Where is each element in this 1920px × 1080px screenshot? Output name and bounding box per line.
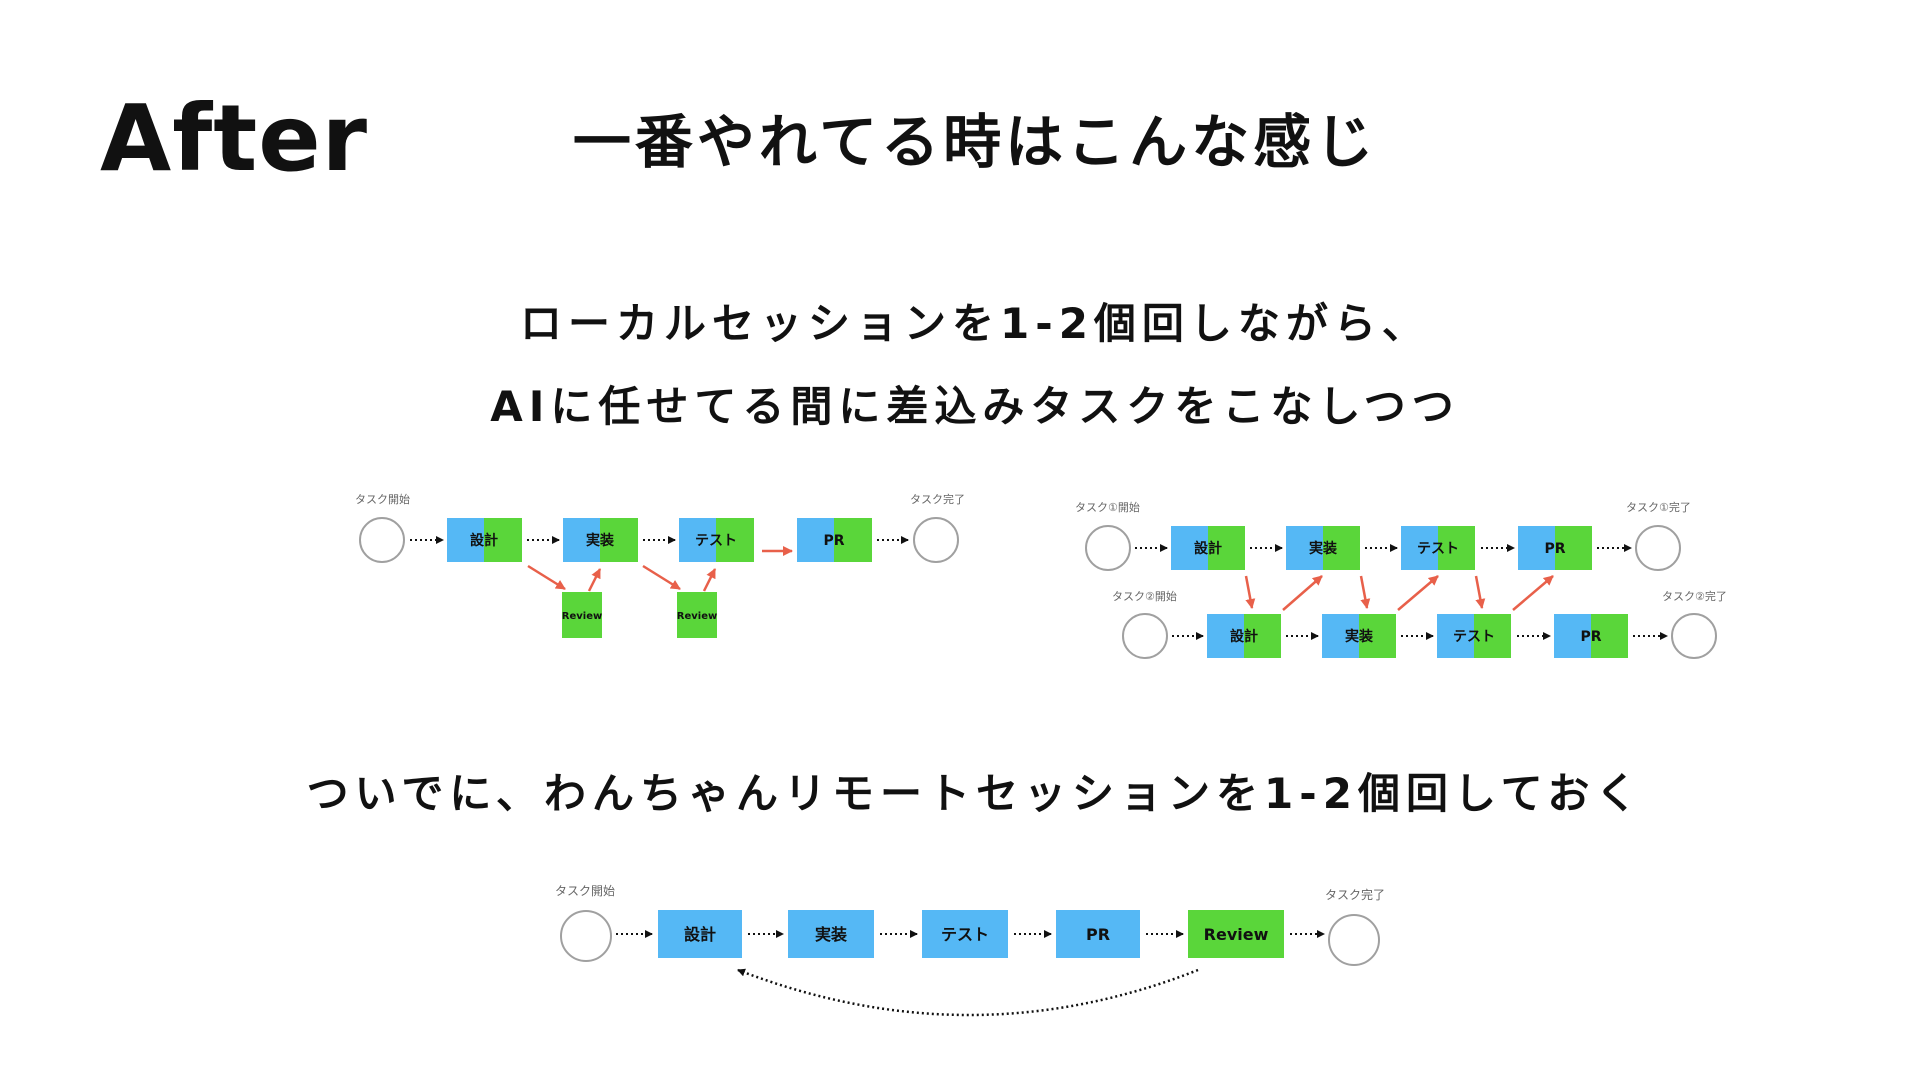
diagram-c-node-pr: PR bbox=[1056, 910, 1140, 958]
slide-title: 一番やれてる時はこんな感じ bbox=[572, 108, 1378, 176]
svg-text:設計: 設計 bbox=[684, 925, 716, 944]
diagram-c-node-implement: 実装 bbox=[788, 910, 874, 958]
svg-text:実装: 実装 bbox=[1345, 628, 1374, 645]
diagram-a-node-implement: 実装 bbox=[563, 518, 638, 562]
diagram-c-end-circle bbox=[1328, 914, 1380, 966]
svg-text:テスト: テスト bbox=[941, 925, 989, 944]
svg-text:PR: PR bbox=[1544, 541, 1565, 557]
diagram-b-task1-node-implement: 実装 bbox=[1286, 526, 1360, 570]
svg-text:テスト: テスト bbox=[1453, 629, 1495, 645]
diagram-c-node-test: テスト bbox=[922, 910, 1008, 958]
diagram-b-task1-node-design: 設計 bbox=[1171, 526, 1245, 570]
diagram-a-node-pr: PR bbox=[797, 518, 872, 562]
svg-text:テスト: テスト bbox=[695, 533, 737, 549]
diagram-a-end-label: タスク完了 bbox=[910, 492, 965, 506]
diagram-c-node-review: Review bbox=[1188, 910, 1284, 958]
svg-text:PR: PR bbox=[823, 533, 844, 549]
diagram-b-task2-node-implement: 実装 bbox=[1322, 614, 1396, 658]
description-line-3: ついでに、わんちゃんリモートセッションを1-2個回しておく bbox=[306, 769, 1644, 818]
diagram-b-task1-node-test: テスト bbox=[1401, 526, 1475, 570]
description-line-1: ローカルセッションを1-2個回しながら、 bbox=[520, 299, 1430, 348]
diagram-b-task2-end: タスク②完了 bbox=[1662, 589, 1727, 603]
diagram-c-end-label: タスク完了 bbox=[1325, 887, 1385, 902]
diagram-b-task2-node-pr: PR bbox=[1554, 614, 1628, 658]
diagram-c-start-label: タスク開始 bbox=[555, 884, 615, 898]
diagram-c-node-design: 設計 bbox=[658, 910, 742, 958]
diagram-b-task1-start: タスク①開始 bbox=[1075, 500, 1140, 514]
diagram-a: タスク開始 タスク完了 設計 実装 テスト PR bbox=[355, 492, 965, 638]
svg-text:PR: PR bbox=[1580, 629, 1601, 645]
diagram-b-task2-start: タスク②開始 bbox=[1112, 589, 1177, 603]
diagram-b-task1-end: タスク①完了 bbox=[1626, 500, 1691, 514]
diagram-b-switch-arrows bbox=[1244, 575, 1554, 611]
diagram-b-task2-node-test: テスト bbox=[1437, 614, 1511, 658]
description-line-2: AIに任せてる間に差込みタスクをこなしつつ bbox=[490, 382, 1460, 431]
svg-text:Review: Review bbox=[562, 611, 602, 622]
diagram-b-task2-start-circle bbox=[1122, 613, 1168, 659]
svg-text:PR: PR bbox=[1086, 925, 1110, 944]
svg-text:Review: Review bbox=[1204, 925, 1269, 944]
diagram-a-node-test: テスト bbox=[679, 518, 754, 562]
diagram-b-task1-end-circle bbox=[1635, 525, 1681, 571]
svg-text:テスト: テスト bbox=[1417, 541, 1459, 557]
svg-text:実装: 実装 bbox=[586, 532, 615, 549]
diagram-a-review-1: Review bbox=[562, 592, 602, 638]
svg-text:実装: 実装 bbox=[1309, 540, 1338, 557]
diagram-c-start-circle bbox=[560, 910, 612, 962]
diagram-a-end-circle bbox=[913, 517, 959, 563]
diagram-a-node-design: 設計 bbox=[447, 518, 522, 562]
diagram-a-start-label: タスク開始 bbox=[355, 492, 410, 506]
diagram-a-review-2: Review bbox=[677, 592, 717, 638]
svg-text:設計: 設計 bbox=[1230, 628, 1258, 645]
diagram-a-start-circle bbox=[359, 517, 405, 563]
svg-text:設計: 設計 bbox=[470, 532, 498, 549]
diagram-b: タスク①開始 タスク①完了 タスク②開始 タスク②完了 設計 実装 bbox=[1075, 500, 1727, 659]
diagram-b-dotted-arrows bbox=[1135, 544, 1668, 640]
svg-text:設計: 設計 bbox=[1194, 540, 1222, 557]
diagram-b-task2-node-design: 設計 bbox=[1207, 614, 1281, 658]
after-label: After bbox=[100, 85, 368, 192]
diagram-a-review-arrows bbox=[527, 546, 793, 592]
svg-text:実装: 実装 bbox=[815, 925, 847, 944]
diagram-c-loop-back-arrow bbox=[737, 968, 1199, 1017]
svg-text:Review: Review bbox=[677, 611, 717, 622]
diagram-c: タスク開始 タスク完了 設計 実装 テスト PR Revie bbox=[555, 884, 1385, 1017]
diagram-b-task1-node-pr: PR bbox=[1518, 526, 1592, 570]
diagram-b-task1-start-circle bbox=[1085, 525, 1131, 571]
diagram-b-task2-end-circle bbox=[1671, 613, 1717, 659]
